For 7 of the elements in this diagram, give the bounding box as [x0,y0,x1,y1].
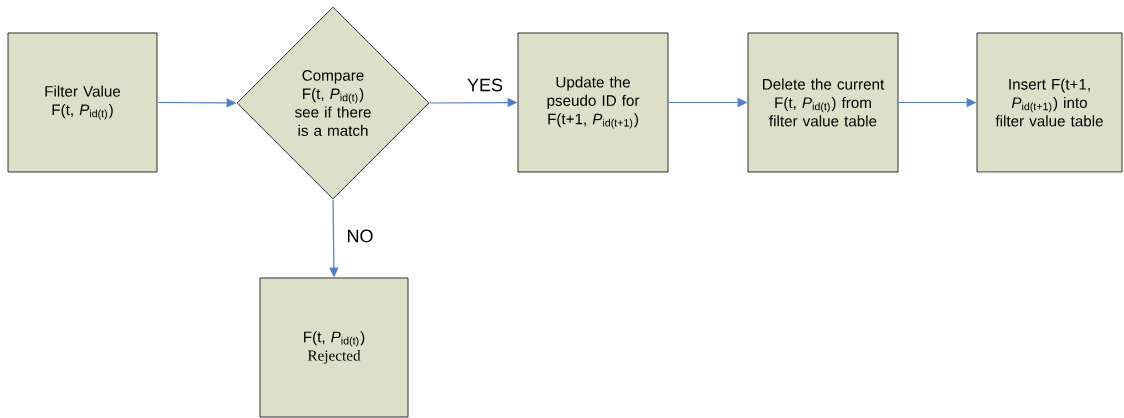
process-box: Insert F(t+1, P$_{id(t+1)}$) into filter value table [976,32,1123,173]
process-box: Delete the current F(t, P$_{id(t)}$) from filter value table [747,32,899,173]
process-box: F(t, P$_{id(t)}$) Rejected [259,277,409,418]
process-box: Filter Value F(t, P$_{id(t)}$) [7,32,158,173]
process-box: Update the pseudo ID for F(t+1, P$_{id(t+1)}$) [517,32,669,173]
edge-label: NO [344,227,376,245]
edge-label: YES [465,76,505,94]
